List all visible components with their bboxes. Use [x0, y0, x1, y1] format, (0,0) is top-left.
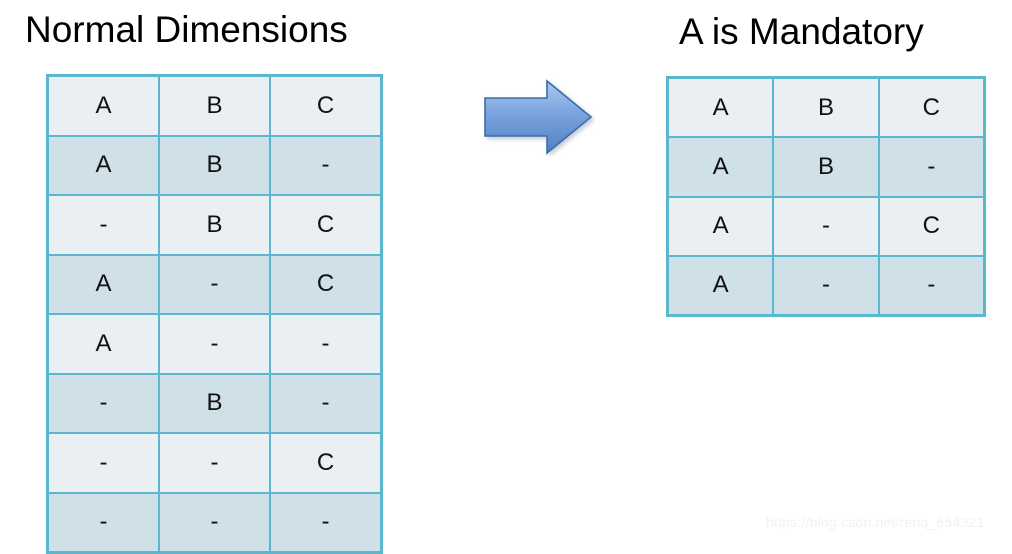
table-row: A B -: [46, 134, 383, 196]
table-cell: B: [157, 372, 271, 434]
a-is-mandatory-table-body: A B C A B - A - C A - -: [666, 76, 986, 317]
table-cell: -: [268, 372, 383, 434]
table-cell: -: [46, 372, 160, 434]
table-cell: C: [877, 76, 986, 139]
table-cell: C: [268, 432, 383, 494]
table-cell: -: [877, 136, 986, 198]
table-row: - B -: [46, 372, 383, 434]
table-row: A B C: [666, 76, 986, 139]
table-cell: A: [666, 254, 775, 317]
table-cell: C: [268, 194, 383, 256]
table-cell: -: [268, 491, 383, 554]
normal-dimensions-table-body: A B C A B - - B C A - C A - -: [46, 74, 383, 554]
table-cell: -: [772, 195, 880, 257]
table-row: A - C: [46, 253, 383, 315]
table-row: A B C: [46, 74, 383, 137]
table-row: A - C: [666, 195, 986, 257]
table-cell: -: [157, 253, 271, 315]
table-cell: B: [772, 136, 880, 198]
table-cell: C: [268, 253, 383, 315]
table-cell: B: [772, 76, 880, 139]
table-cell: -: [46, 432, 160, 494]
table-cell: A: [46, 74, 160, 137]
table-row: A B -: [666, 136, 986, 198]
right-arrow-icon: [481, 78, 595, 156]
table-cell: -: [157, 432, 271, 494]
table-cell: -: [268, 313, 383, 375]
table-cell: B: [157, 134, 271, 196]
table-cell: A: [666, 195, 775, 257]
table-cell: -: [46, 194, 160, 256]
a-is-mandatory-table: A B C A B - A - C A - -: [666, 76, 986, 317]
table-cell: B: [157, 194, 271, 256]
table-cell: A: [46, 134, 160, 196]
table-cell: A: [46, 253, 160, 315]
table-cell: C: [877, 195, 986, 257]
table-cell: -: [157, 313, 271, 375]
table-row: A - -: [46, 313, 383, 375]
table-cell: A: [46, 313, 160, 375]
table-cell: C: [268, 74, 383, 137]
page-title-normal-dimensions: Normal Dimensions: [25, 9, 348, 50]
watermark-text: https://blog.csdn.net/renq_654321: [766, 514, 985, 530]
table-cell: -: [46, 491, 160, 554]
page-title-a-is-mandatory: A is Mandatory: [679, 11, 924, 52]
normal-dimensions-table: A B C A B - - B C A - C A - -: [46, 74, 383, 554]
table-cell: -: [772, 254, 880, 317]
table-row: - - -: [46, 491, 383, 554]
table-cell: -: [268, 134, 383, 196]
table-cell: -: [877, 254, 986, 317]
table-cell: A: [666, 76, 775, 139]
table-cell: -: [157, 491, 271, 554]
table-row: - - C: [46, 432, 383, 494]
table-cell: A: [666, 136, 775, 198]
table-row: - B C: [46, 194, 383, 256]
table-cell: B: [157, 74, 271, 137]
table-row: A - -: [666, 254, 986, 317]
